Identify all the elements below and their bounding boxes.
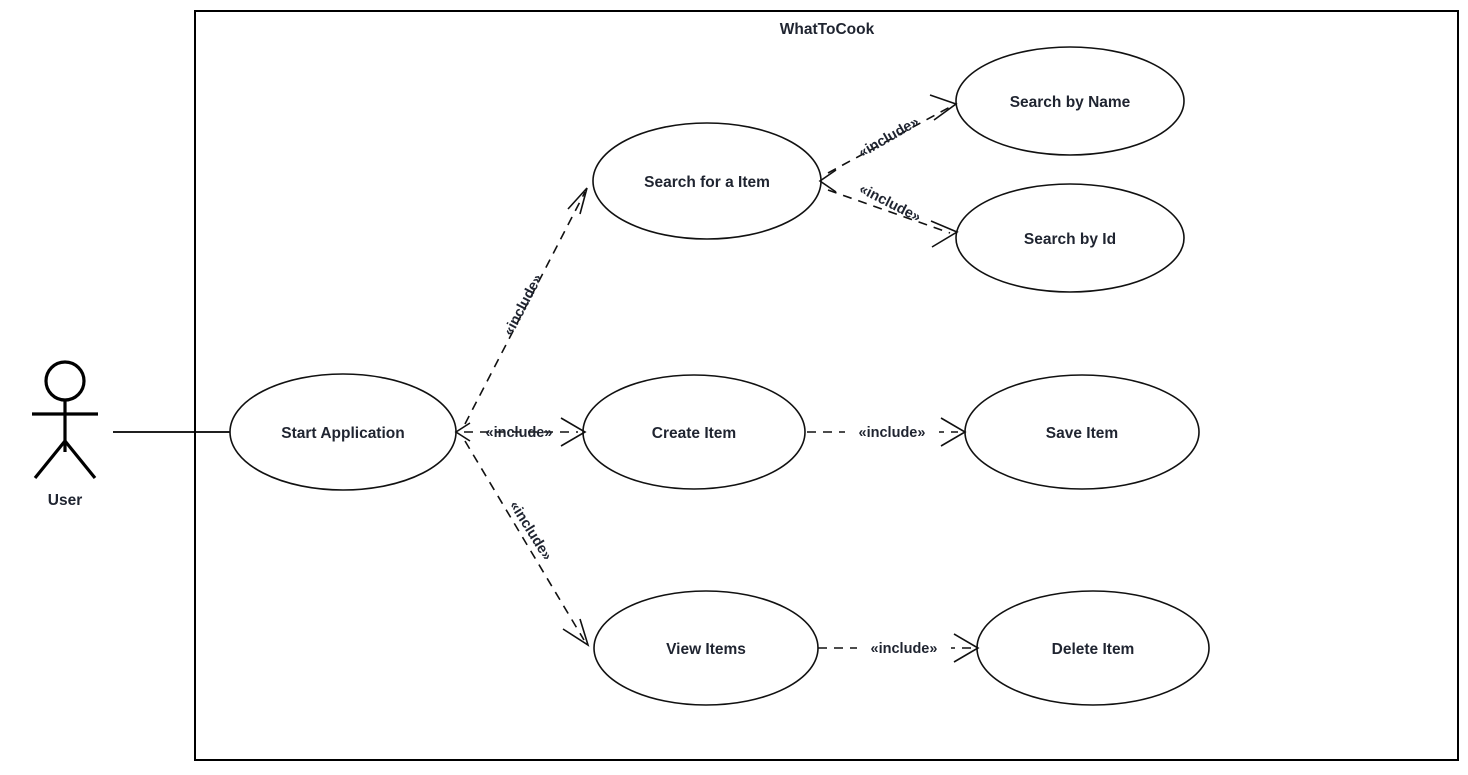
include-search-for-a-item-to-search-by-name xyxy=(827,94,958,174)
hub-arrowhead-start-application xyxy=(454,422,471,442)
stick-figure-actor-icon xyxy=(32,360,98,480)
include-create-item-to-save-item xyxy=(807,417,967,447)
use-case-delete-item[interactable]: Delete Item xyxy=(976,590,1210,706)
include-search-for-a-item-to-search-by-id xyxy=(827,189,959,248)
actor-user[interactable]: User xyxy=(32,360,98,509)
use-case-label-search-by-name: Search by Name xyxy=(1010,94,1131,111)
use-case-view-items[interactable]: View Items xyxy=(593,590,819,706)
use-case-start-application[interactable]: Start Application xyxy=(229,373,457,491)
include-label-view-items-delete-item: «include» xyxy=(871,641,938,657)
hub-arrowhead-search-for-a-item xyxy=(818,169,837,193)
actor-label: User xyxy=(48,492,82,509)
use-case-label-save-item: Save Item xyxy=(1046,425,1118,442)
use-case-label-start-application: Start Application xyxy=(281,425,404,442)
use-case-label-search-for-a-item: Search for a Item xyxy=(644,174,770,191)
use-case-search-for-a-item[interactable]: Search for a Item xyxy=(592,122,822,240)
include-start-application-to-create-item xyxy=(464,417,587,447)
include-start-application-to-view-items xyxy=(464,440,590,647)
include-label-start-application-create-item: «include» xyxy=(486,425,553,441)
use-case-search-by-name[interactable]: Search by Name xyxy=(955,46,1185,156)
include-view-items-to-delete-item xyxy=(818,633,980,663)
system-boundary-title: WhatToCook xyxy=(780,21,875,38)
use-case-label-view-items: View Items xyxy=(666,641,746,658)
use-case-label-delete-item: Delete Item xyxy=(1052,641,1135,658)
use-case-label-create-item: Create Item xyxy=(652,425,736,442)
use-case-label-search-by-id: Search by Id xyxy=(1024,231,1116,248)
use-case-create-item[interactable]: Create Item xyxy=(582,374,806,490)
include-label-create-item-save-item: «include» xyxy=(859,425,926,441)
use-case-save-item[interactable]: Save Item xyxy=(964,374,1200,490)
include-start-application-to-search-for-a-item xyxy=(464,187,588,425)
include-label-backdrop-view-delete xyxy=(857,637,951,660)
use-case-search-by-id[interactable]: Search by Id xyxy=(955,183,1185,293)
include-label-backdrop-create-save xyxy=(845,421,939,444)
